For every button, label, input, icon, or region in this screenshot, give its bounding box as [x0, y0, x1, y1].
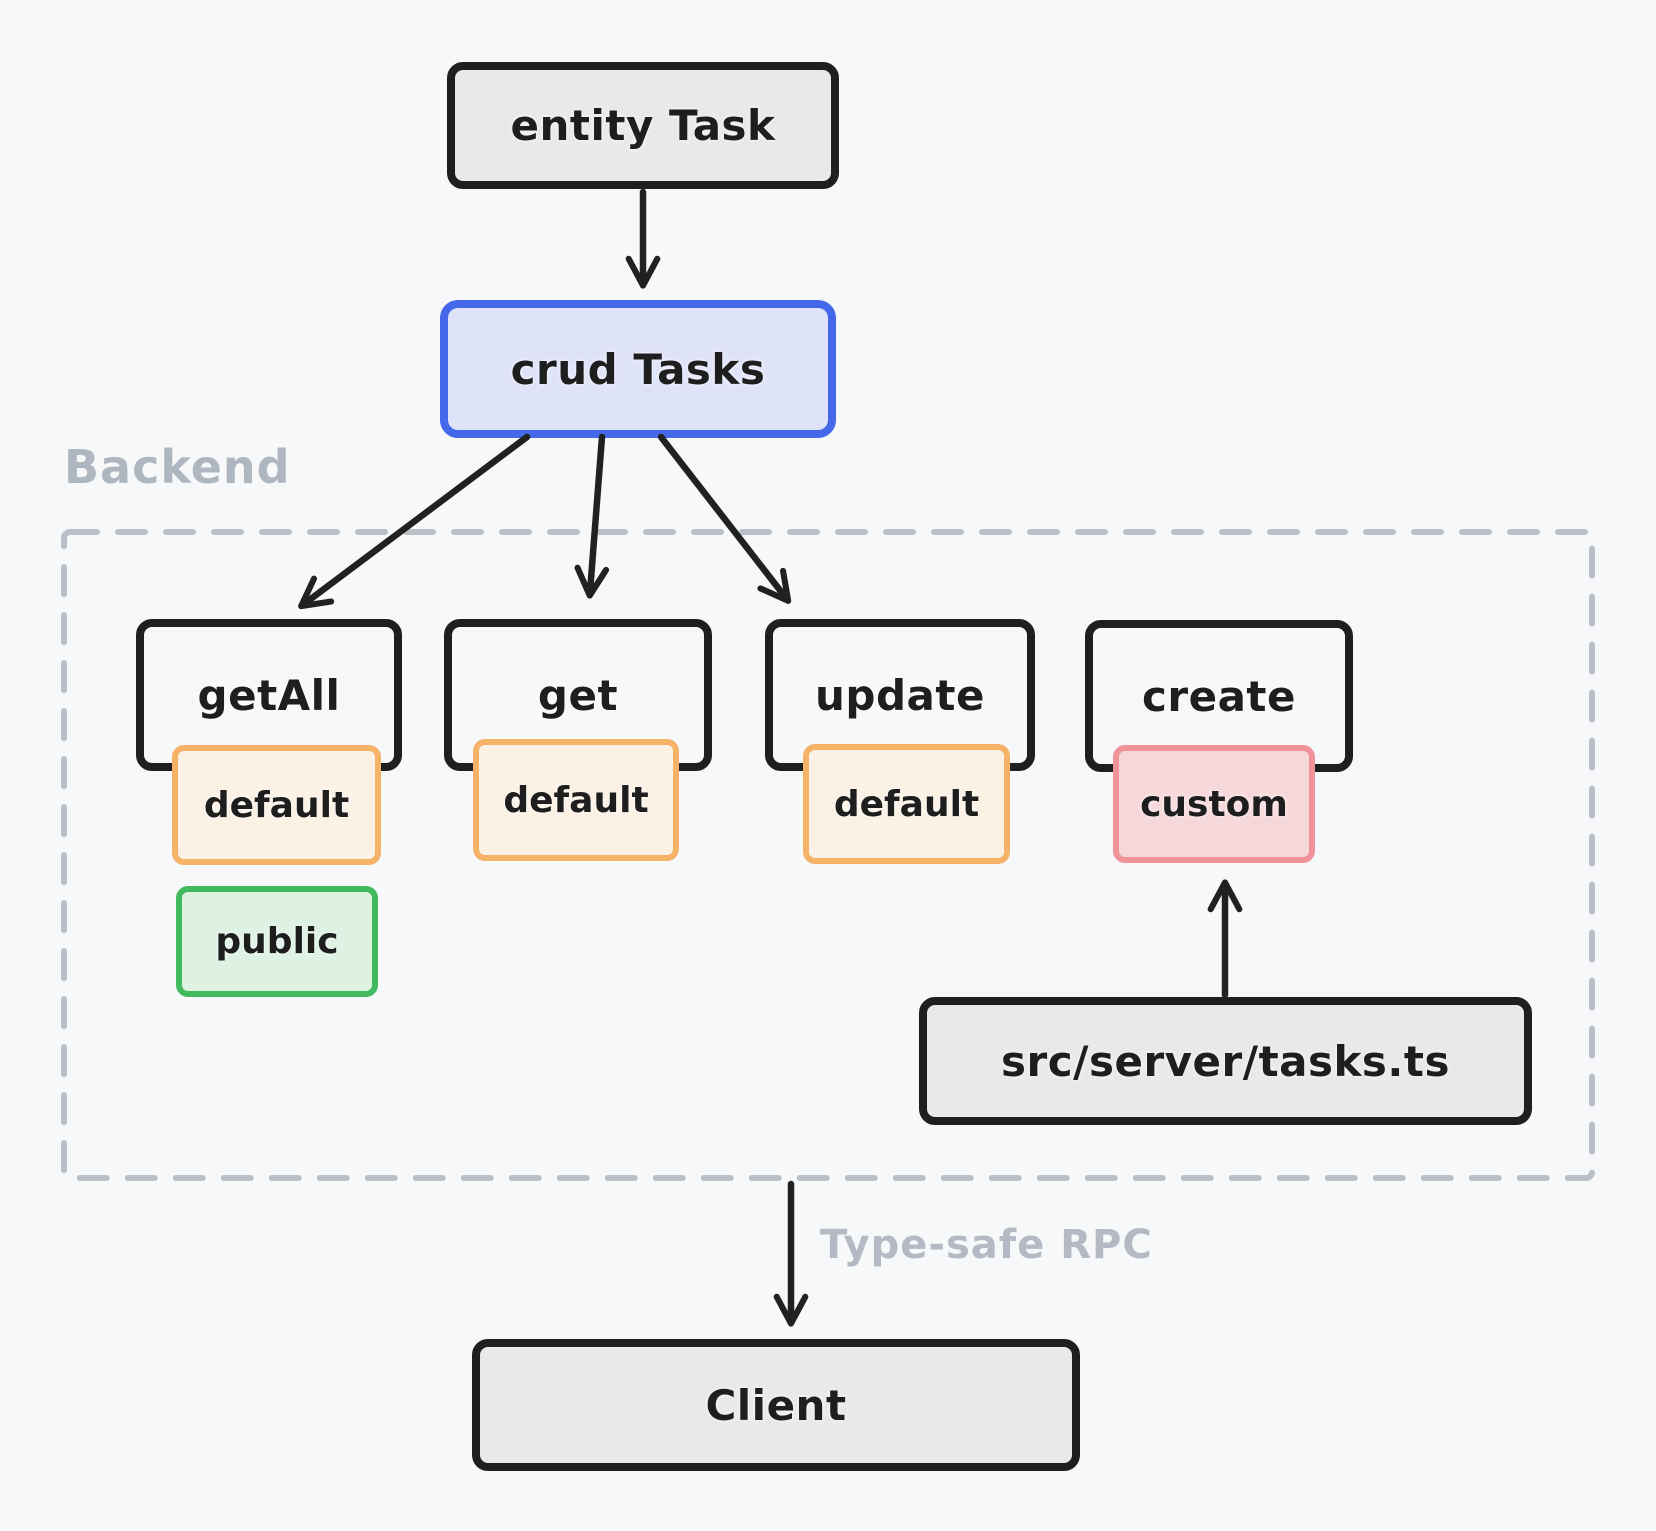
node-getall-label: getAll [197, 670, 341, 720]
edge-crud-to-get [574, 433, 610, 599]
node-tasks-file-label: src/server/tasks.ts [1001, 1036, 1450, 1086]
node-entity-task: entity Task [447, 62, 839, 189]
node-tasks-file: src/server/tasks.ts [919, 997, 1532, 1125]
badge-getall-public: public [176, 886, 378, 997]
badge-update-default: default [803, 744, 1010, 864]
badge-create-custom: custom [1113, 745, 1315, 863]
node-client-label: Client [705, 1380, 847, 1430]
node-entity-task-label: entity Task [510, 101, 776, 150]
badge-getall-default-label: default [203, 784, 350, 826]
badge-getall-public-label: public [215, 921, 339, 962]
node-update-label: update [815, 670, 985, 720]
badge-get-default-label: default [503, 779, 649, 821]
edge-crud-to-update [657, 433, 792, 604]
node-get-label: get [537, 670, 619, 720]
badge-create-custom-label: custom [1140, 783, 1288, 825]
badge-get-default: default [473, 739, 679, 861]
node-crud-tasks: crud Tasks [440, 300, 836, 438]
badge-update-default-label: default [833, 783, 980, 825]
edge-crud-to-getall [298, 433, 531, 610]
node-client: Client [472, 1339, 1080, 1471]
node-crud-tasks-label: crud Tasks [510, 344, 766, 394]
rpc-arrow-label: Type-safe RPC [820, 1222, 1153, 1268]
badge-getall-default: default [172, 745, 381, 865]
node-create-label: create [1142, 671, 1296, 721]
backend-region-label: Backend [64, 440, 291, 494]
